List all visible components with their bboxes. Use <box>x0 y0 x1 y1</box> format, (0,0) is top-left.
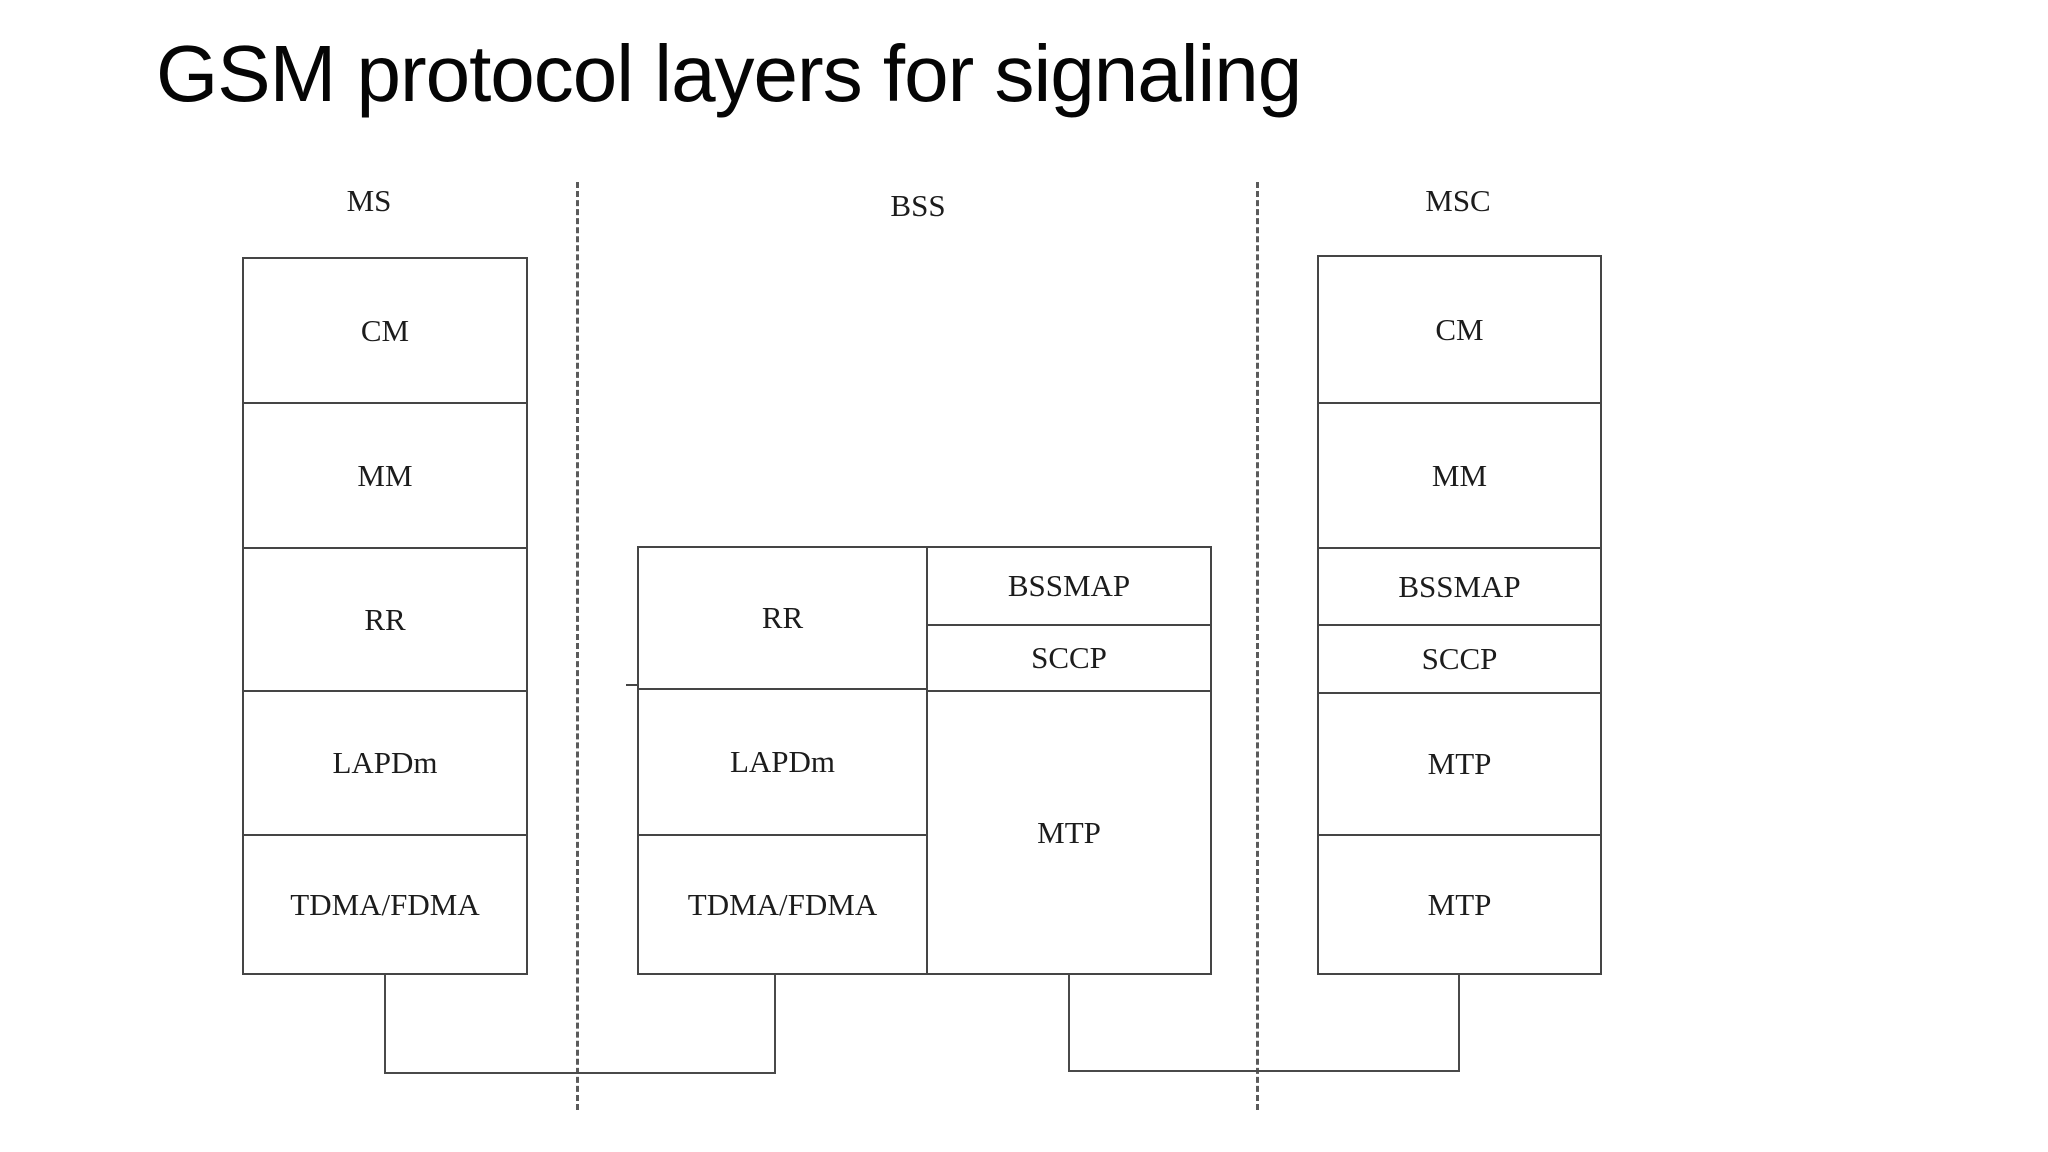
bss-stack: RR LAPDm TDMA/FDMA BSSMAP SCCP MTP <box>637 546 1212 975</box>
msc-layer-mtp-lower: MTP <box>1319 834 1600 973</box>
bss-layer-tdma-fdma: TDMA/FDMA <box>639 834 926 973</box>
bss-layer-mtp: MTP <box>928 690 1210 973</box>
ms-layer-cm: CM <box>360 312 410 348</box>
connector-ms-bss <box>384 975 776 1074</box>
bss-center-divider <box>926 548 928 973</box>
column-header-bss: BSS <box>890 188 946 223</box>
connector-bss-msc <box>1068 975 1460 1072</box>
ms-stack: CM MM RR LAPDm TDMA/FDMA <box>242 257 528 975</box>
column-header-msc: MSC <box>1425 183 1491 218</box>
ms-layer-lapdm: LAPDm <box>244 690 526 834</box>
msc-layer-mtp-upper: MTP <box>1319 692 1600 834</box>
ms-layer-mm: MM <box>244 402 526 547</box>
dashed-divider-ms-bss <box>576 182 579 1110</box>
msc-layer-bssmap: BSSMAP <box>1319 547 1600 624</box>
ms-layer-rr: RR <box>244 547 526 690</box>
msc-layer-sccp: SCCP <box>1319 624 1600 692</box>
bss-layer-bssmap: BSSMAP <box>1007 568 1131 603</box>
column-header-ms: MS <box>346 183 392 218</box>
bss-layer-rr: RR <box>761 600 804 635</box>
bss-rr-divider-overhang <box>626 684 638 686</box>
msc-layer-mm: MM <box>1319 402 1600 547</box>
msc-stack: CM MM BSSMAP SCCP MTP MTP <box>1317 255 1602 975</box>
slide-title: GSM protocol layers for signaling <box>156 29 1302 118</box>
ms-layer-tdma-fdma: TDMA/FDMA <box>244 834 526 973</box>
bss-layer-lapdm: LAPDm <box>639 688 926 834</box>
bss-layer-sccp: SCCP <box>928 624 1210 690</box>
msc-layer-cm: CM <box>1435 311 1484 347</box>
dashed-divider-bss-msc <box>1256 182 1259 1110</box>
